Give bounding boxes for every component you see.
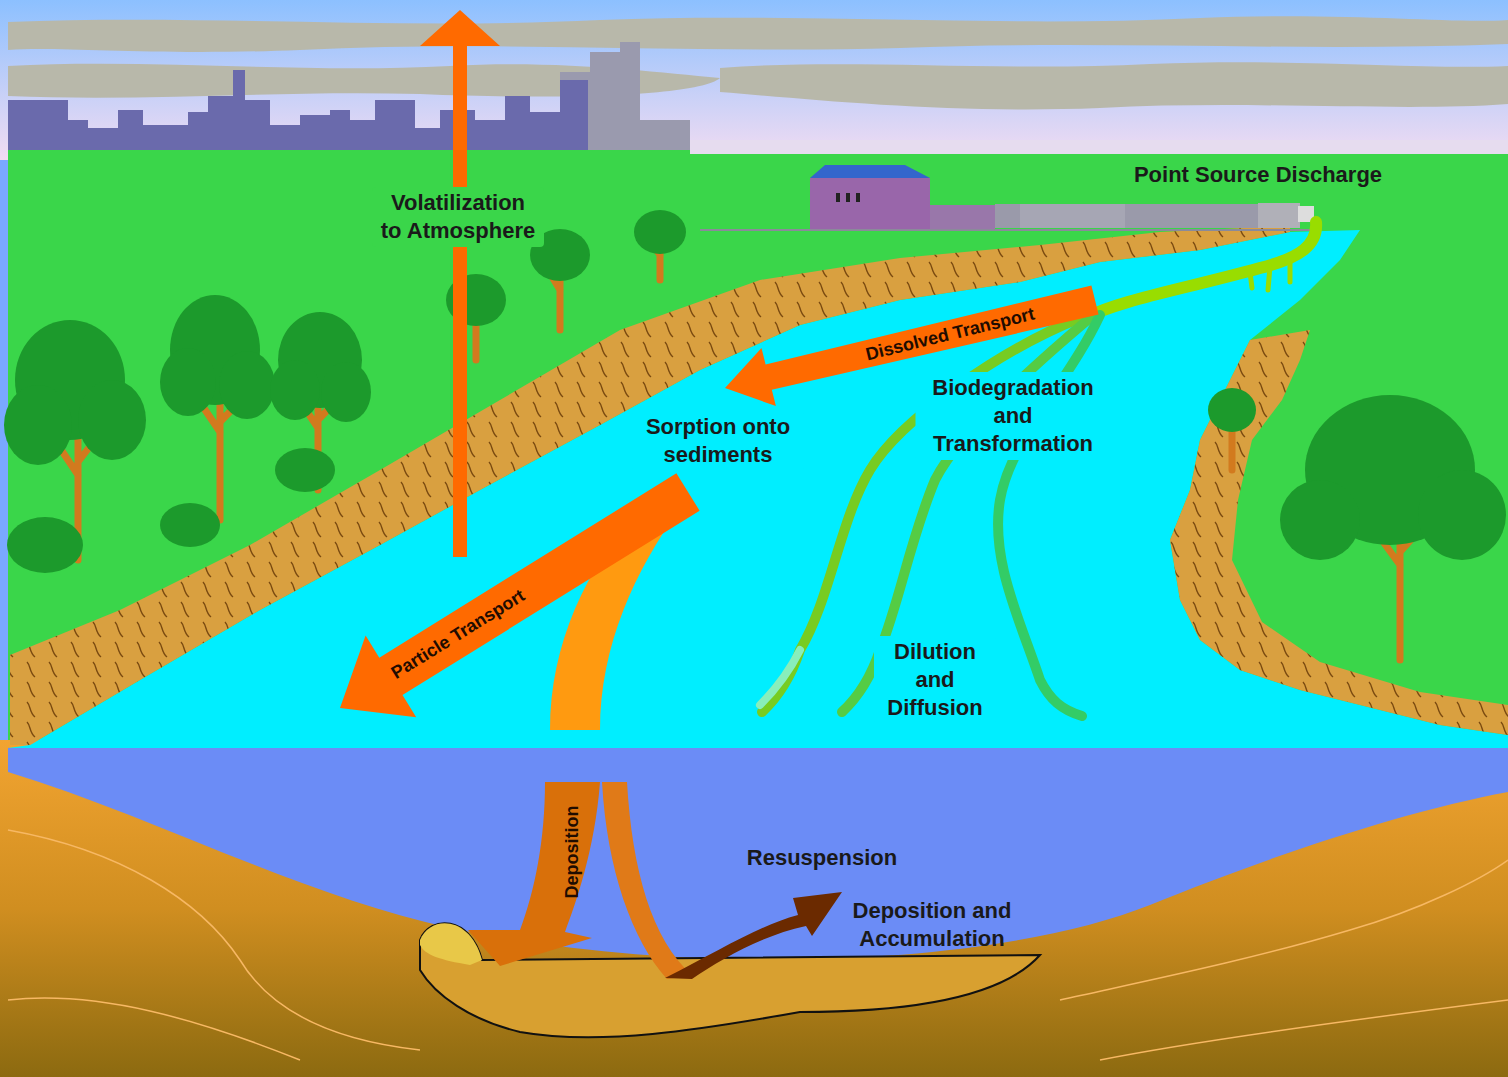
trees-part-part [1418, 470, 1506, 560]
trees-part-part [275, 448, 335, 492]
source-label: Point Source Discharge [1132, 161, 1384, 189]
factory-part [1258, 203, 1300, 228]
horizon [690, 140, 1508, 154]
trees-part-part [321, 362, 371, 422]
city-skyline-part [620, 42, 640, 150]
trees-part-part [160, 503, 220, 547]
river-bank-part [1170, 330, 1508, 735]
factory-part [846, 193, 850, 202]
factory-part [836, 193, 840, 202]
factory-part [700, 229, 1312, 231]
sediment-bed-part [420, 923, 482, 965]
earth-strata-part [8, 998, 300, 1060]
pollutant-plume [760, 222, 1316, 716]
river-bank [10, 226, 1508, 745]
river-bank-part [10, 226, 1290, 745]
earth-strata-part [1100, 1000, 1508, 1060]
city-skyline-part [590, 52, 620, 150]
factory-part [930, 205, 995, 230]
trees-part-part [219, 351, 275, 419]
pollutant-plume-part [1085, 222, 1316, 318]
process-arrows-part [340, 473, 700, 717]
process-label: Biodegradation and Transformation [916, 372, 1111, 460]
pollutant-plume-part [1250, 260, 1290, 290]
trees-part-part [160, 348, 216, 416]
factory-part [1020, 204, 1125, 228]
trees [4, 210, 1506, 660]
trees-part-part [1280, 480, 1360, 560]
city-skyline-part [640, 120, 690, 150]
process-label: Volatilization to Atmosphere [372, 187, 544, 247]
earth [0, 740, 1508, 1077]
process-label: Sorption onto sediments [632, 411, 804, 471]
city-skyline-part [560, 80, 588, 162]
trees-part-part [4, 385, 72, 465]
trees-part-part [1208, 388, 1256, 432]
arrow-label: Particle Transport [385, 583, 530, 684]
process-arrows-part [665, 892, 842, 979]
process-label: Deposition and Accumulation [840, 897, 1025, 953]
trees-part-part [78, 380, 146, 460]
city-skyline-part [233, 70, 245, 162]
process-arrows-part [420, 10, 500, 46]
factory-part [995, 204, 1260, 228]
factory-part [810, 165, 930, 178]
sky-part [8, 16, 1508, 52]
process-label: Dilution and Diffusion [874, 636, 996, 724]
land [8, 150, 1508, 770]
sky-part [720, 62, 1508, 109]
river-bank-part [10, 226, 1290, 745]
process-label: Resuspension [745, 844, 899, 872]
river-bank-part [1170, 330, 1508, 735]
trees-part-part [7, 517, 83, 573]
process-arrows [340, 10, 1099, 979]
trees-part-part [270, 360, 320, 420]
trees-part-part [634, 210, 686, 254]
city-skyline [8, 42, 690, 162]
trees-part [48, 238, 1442, 660]
arrow-label: Deposition [561, 804, 583, 901]
process-arrows-part [453, 40, 467, 557]
pollutant-plume-part [760, 650, 800, 705]
process-arrows-part [468, 782, 600, 966]
deep-water [8, 744, 1508, 960]
trees-part [4, 210, 1506, 573]
factory-part [856, 193, 860, 202]
arrow-label: Dissolved Transport [861, 302, 1038, 366]
factory-part [810, 178, 930, 230]
process-arrows-part [602, 782, 692, 979]
